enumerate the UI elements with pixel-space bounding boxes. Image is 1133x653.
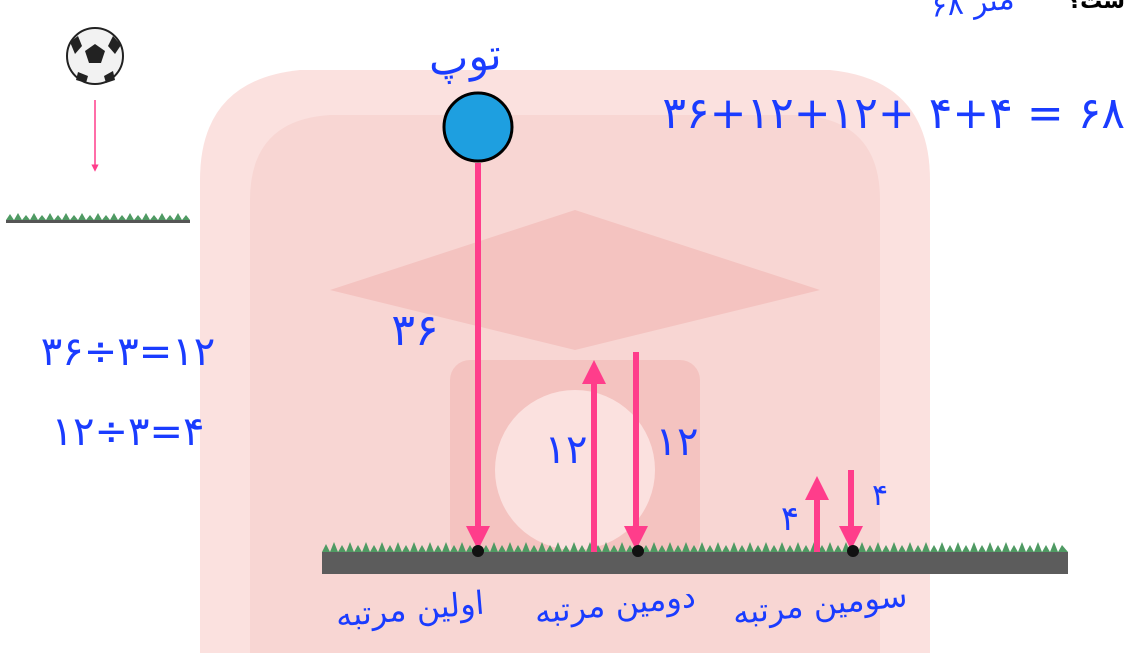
- label-drop-1: ۳۶: [391, 305, 438, 356]
- ground-grass: [322, 542, 1068, 574]
- label-rise-1: ۱۲: [545, 427, 588, 473]
- header-question-fragment: ست؟: [1067, 0, 1125, 14]
- bounce-point-2: [632, 545, 644, 557]
- soccer-ball-icon: [66, 27, 124, 85]
- label-drop-2: ۱۲: [656, 419, 699, 465]
- bounce-point-3: [847, 545, 859, 557]
- label-rise-2: ۴: [781, 499, 799, 539]
- header-answer: ۶۸ متر: [929, 0, 1016, 25]
- small-grass-strip: [6, 213, 190, 223]
- division-note-1: ۳۶÷۳=۱۲: [41, 329, 215, 375]
- bounce-point-1: [472, 545, 484, 557]
- label-drop-3: ۴: [872, 478, 888, 513]
- sum-equation: ۳۶+۱۲+۱۲+ ۴+۴ = ۶۸: [662, 88, 1125, 139]
- ball-label: توپ: [426, 29, 504, 85]
- division-note-2: ۱۲÷۳=۴: [52, 409, 205, 455]
- ball: [442, 91, 514, 163]
